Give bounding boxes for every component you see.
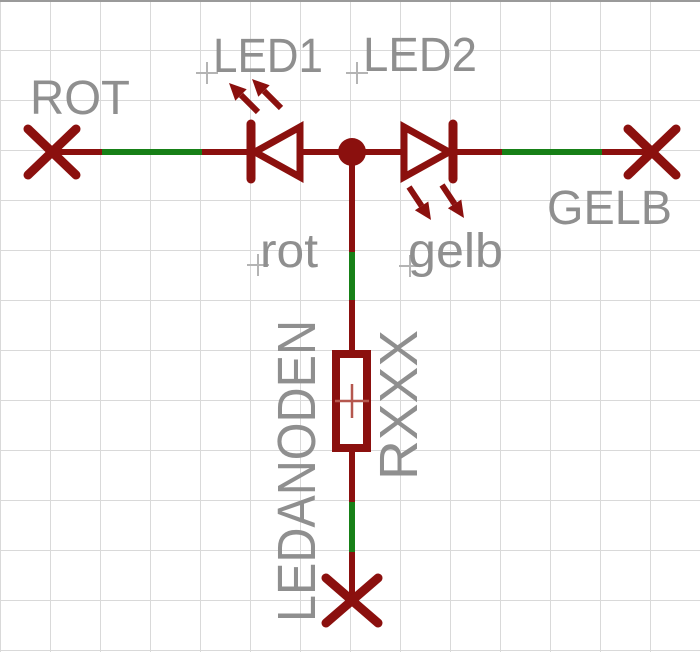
led2-symbol[interactable] xyxy=(400,119,464,220)
open-end-x-icon-right[interactable] xyxy=(623,124,681,180)
net-ledanoden-wire[interactable] xyxy=(300,149,402,600)
open-end-x-icon-left[interactable] xyxy=(23,124,81,180)
led1-emission-arrows-icon xyxy=(229,79,284,115)
part-value-led1: rot xyxy=(260,225,318,278)
net-label-gelb: GELB xyxy=(547,182,672,235)
net-label-rot: ROT xyxy=(30,72,130,125)
part-name-led2: LED2 xyxy=(363,29,477,82)
net-label-ledanoden: LEDANODEN xyxy=(267,320,327,622)
led1-origin-cross-icon xyxy=(196,62,218,84)
led1-symbol[interactable] xyxy=(229,79,304,184)
part-value-led2: gelb xyxy=(408,225,503,278)
rot-origin-cross-icon xyxy=(247,254,269,276)
resistor-symbol[interactable] xyxy=(332,350,371,452)
gelb-origin-cross-icon xyxy=(399,255,421,277)
part-name-rxxx: RXXX xyxy=(369,330,429,480)
window-top-edge xyxy=(0,0,700,2)
led2-emission-arrows-icon xyxy=(406,183,464,220)
led2-origin-cross-icon xyxy=(346,62,368,84)
led1-triangle[interactable] xyxy=(247,121,304,183)
part-name-led1: LED1 xyxy=(213,30,323,83)
open-end-x-icon-bottom[interactable] xyxy=(321,573,383,628)
junction-dot-icon[interactable] xyxy=(338,138,366,166)
resistor-origin-cross-icon xyxy=(335,384,369,418)
led2-triangle[interactable] xyxy=(400,121,457,183)
